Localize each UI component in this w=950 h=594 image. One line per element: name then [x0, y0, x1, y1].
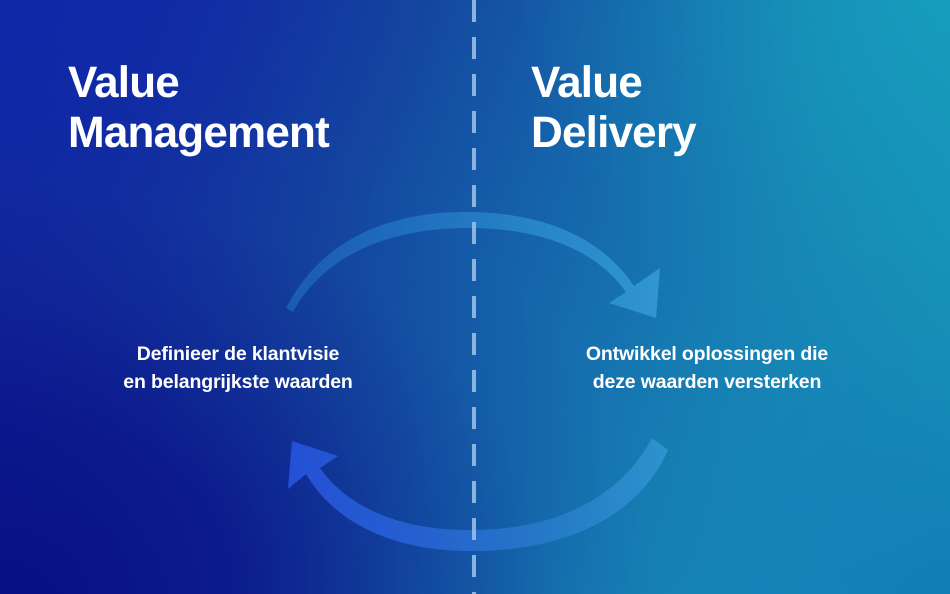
right-panel-body-text: Ontwikkel oplossingen die deze waarden v… [585, 343, 829, 394]
dashed-vertical-divider [472, 0, 476, 594]
right-panel-title: Value Delivery [531, 58, 697, 157]
bottom-arrow-right-to-left-shape [288, 438, 668, 552]
left-panel-body-text: Definieer de klantvisie en belangrijkste… [123, 343, 353, 394]
left-panel-title: Value Management [68, 58, 330, 157]
top-arrow-left-to-right-shape [286, 211, 660, 318]
